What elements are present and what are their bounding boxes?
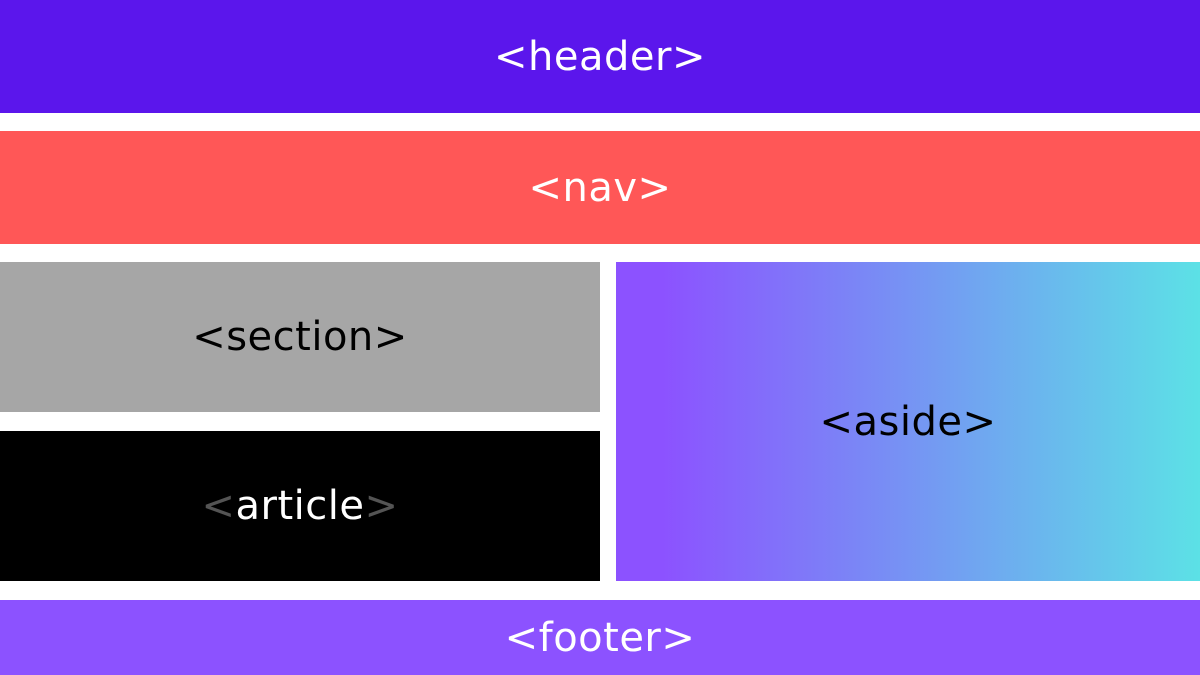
article-label: <article> bbox=[202, 483, 399, 529]
nav-label: <nav> bbox=[528, 164, 672, 211]
aside-block: <aside> bbox=[616, 262, 1200, 581]
header-block: <header> bbox=[0, 0, 1200, 113]
article-close-bracket: > bbox=[364, 483, 399, 529]
article-open-bracket: < bbox=[201, 483, 236, 529]
section-block: <section> bbox=[0, 262, 600, 412]
section-label: <section> bbox=[192, 314, 408, 360]
article-block: <article> bbox=[0, 431, 600, 581]
footer-label: <footer> bbox=[504, 614, 696, 661]
aside-label: <aside> bbox=[819, 398, 997, 445]
header-label: <header> bbox=[494, 33, 706, 80]
nav-block: <nav> bbox=[0, 131, 1200, 244]
article-word: article bbox=[235, 483, 365, 529]
footer-block: <footer> bbox=[0, 600, 1200, 675]
